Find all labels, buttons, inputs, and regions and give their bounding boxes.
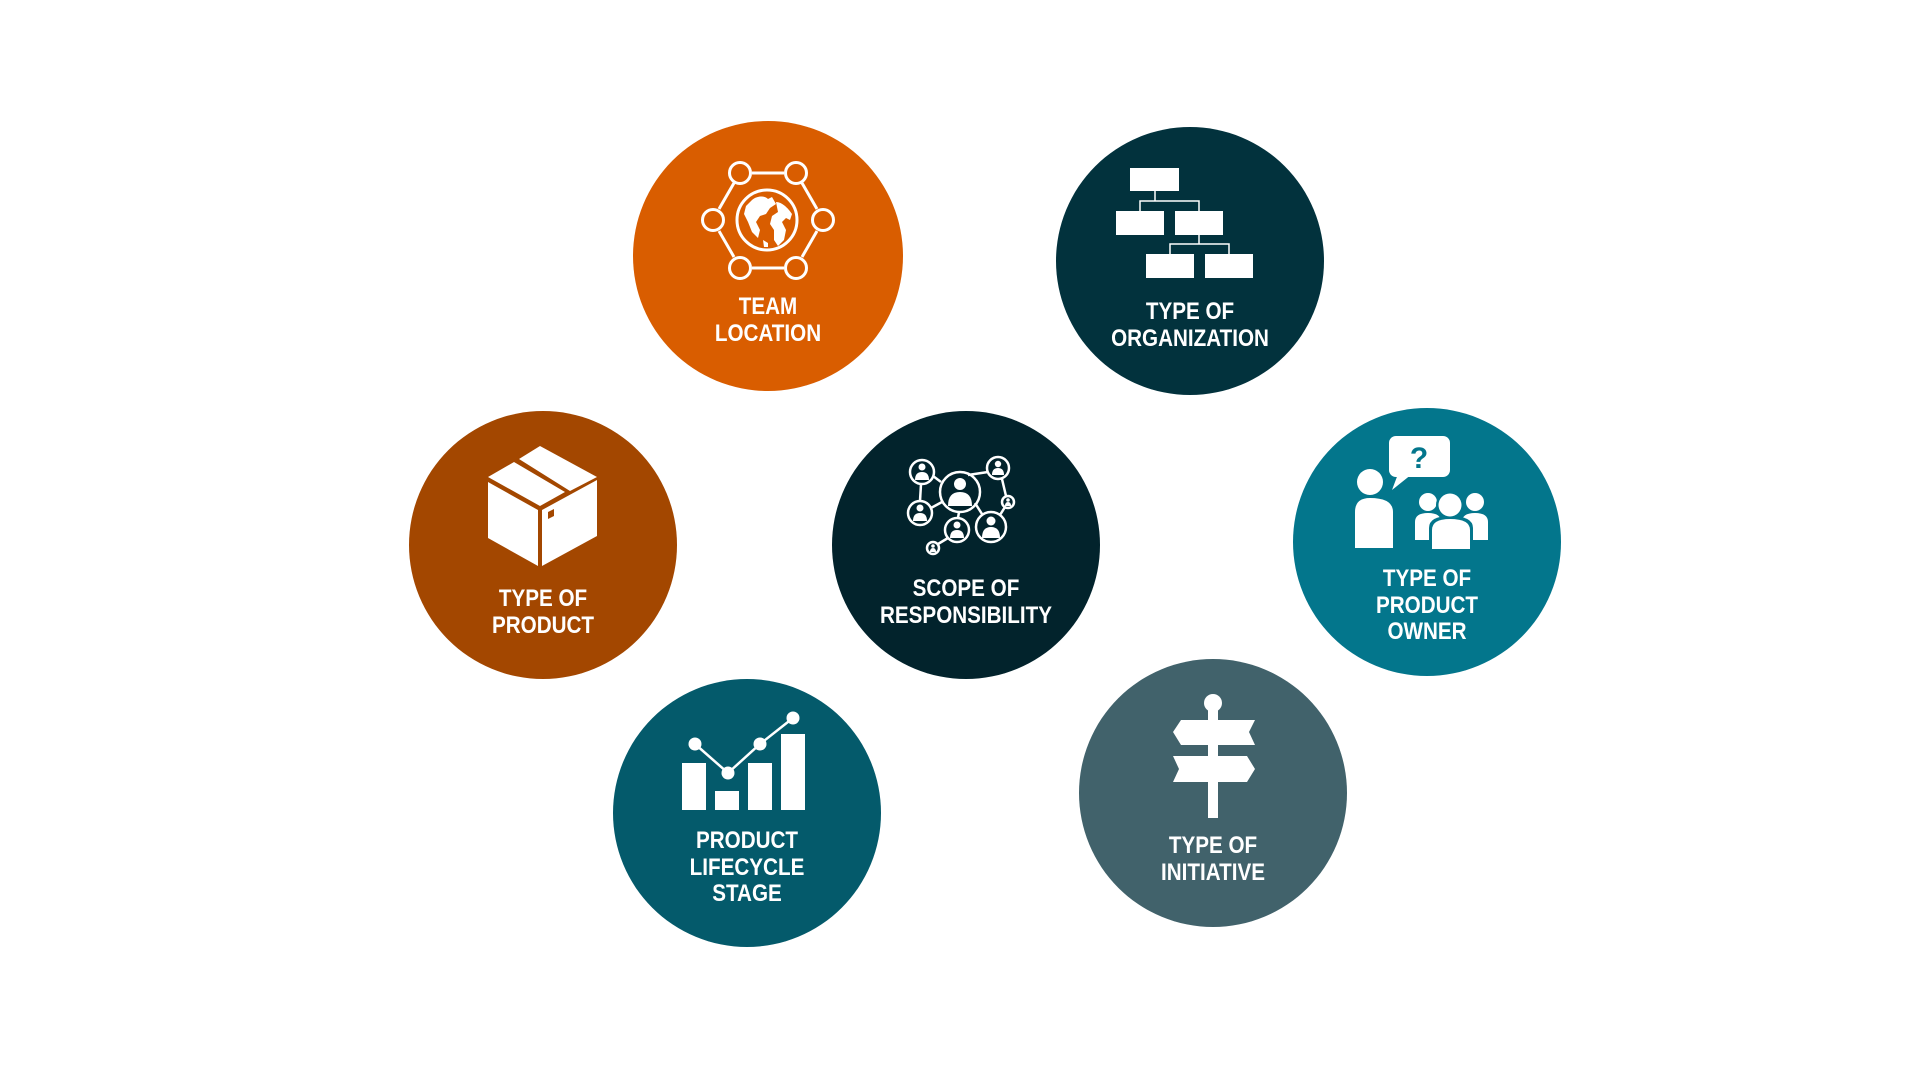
label-line: OWNER — [1387, 618, 1467, 645]
label-line: LIFECYCLE — [689, 853, 805, 881]
svg-text:?: ? — [1410, 442, 1428, 475]
node-team-location: TEAM LOCATION — [633, 121, 903, 391]
org-chart-icon — [1116, 168, 1253, 278]
node-label: TYPE OF ORGANIZATION — [1075, 298, 1305, 352]
label-line: TYPE OF — [1145, 298, 1235, 325]
label-line: TYPE OF — [1382, 565, 1472, 592]
label-line: INITIATIVE — [1161, 858, 1265, 886]
label-line: PRODUCT — [1375, 591, 1479, 619]
people-network-icon — [906, 455, 1016, 556]
label-line: SCOPE OF — [912, 575, 1020, 602]
label-line: RESPONSIBILITY — [879, 601, 1053, 629]
label-line: TYPE OF — [1168, 832, 1258, 859]
bar-line-chart-icon — [682, 711, 805, 810]
node-label: TYPE OF PRODUCT — [428, 585, 658, 639]
node-scope-of-responsibility: SCOPE OF RESPONSIBILITY — [832, 411, 1100, 679]
package-box-icon — [488, 446, 597, 566]
node-label: TEAM LOCATION — [652, 293, 884, 347]
label-line: STAGE — [712, 880, 782, 907]
person-question-group-icon: ? — [1355, 436, 1488, 551]
label-line: PRODUCT — [491, 611, 595, 639]
node-type-of-organization: TYPE OF ORGANIZATION — [1056, 127, 1324, 395]
node-type-of-initiative: TYPE OF INITIATIVE — [1079, 659, 1347, 927]
node-label: SCOPE OF RESPONSIBILITY — [851, 575, 1081, 629]
label-line: ORGANIZATION — [1111, 324, 1269, 352]
node-label: TYPE OF PRODUCT OWNER — [1312, 565, 1542, 646]
node-label: TYPE OF INITIATIVE — [1098, 832, 1328, 886]
label-line: LOCATION — [714, 319, 822, 347]
node-type-of-product: TYPE OF PRODUCT — [409, 411, 677, 679]
node-product-lifecycle-stage: PRODUCT LIFECYCLE STAGE — [613, 679, 881, 947]
label-line: TYPE OF — [498, 585, 588, 612]
label-line: TEAM — [738, 293, 798, 320]
node-label: PRODUCT LIFECYCLE STAGE — [632, 827, 862, 908]
globe-network-icon — [701, 161, 835, 280]
label-line: PRODUCT — [695, 827, 799, 854]
signpost-icon — [1173, 694, 1255, 818]
node-type-of-product-owner: ? TYPE OF PRODUCT OWNER — [1293, 408, 1561, 676]
